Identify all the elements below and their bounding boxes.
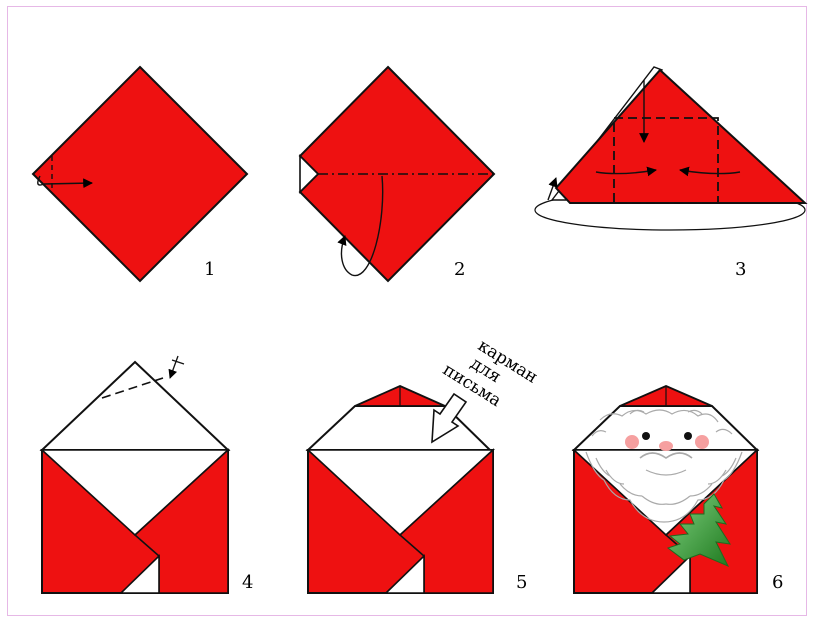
step-4: 4 [42,356,253,593]
step-number: 5 [516,572,527,593]
triangle-paper [556,70,805,203]
step-3: 3 [535,67,805,280]
square-paper [33,67,247,281]
step-1: 1 [33,67,247,281]
santa-eye [642,432,650,440]
step-6: 6 [574,386,783,593]
step-number: 1 [204,259,215,280]
step-number: 3 [735,259,746,280]
step-number: 2 [454,259,465,280]
fold-arrow-icon [170,356,178,378]
santa-eye [684,432,692,440]
santa-nose [659,441,673,451]
santa-cheek [695,435,709,449]
white-top [308,406,490,450]
arrow-tick [172,360,184,364]
step-2: 2 [300,67,494,281]
step-5: карман для письма 5 [308,327,541,593]
white-top [42,362,228,450]
step-number: 4 [242,572,253,593]
step-number: 6 [772,572,783,593]
santa-cheek [625,435,639,449]
